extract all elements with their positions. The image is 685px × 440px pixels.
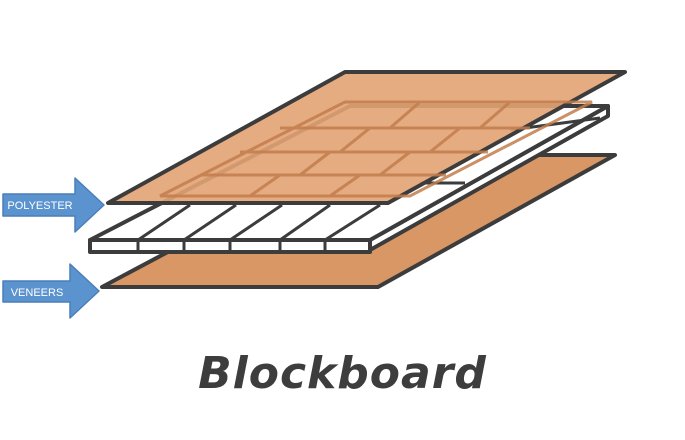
- veneers-label: VENEERS: [11, 287, 64, 299]
- brick-pattern-line: [479, 100, 511, 130]
- brick-pattern-line: [249, 173, 281, 198]
- brick-pattern-line: [299, 150, 331, 177]
- core-top-divider: [229, 203, 283, 242]
- brick-pattern-line: [429, 126, 461, 154]
- brick-pattern-line: [339, 126, 371, 154]
- veneers-arrow-shape: [2, 263, 100, 319]
- polyester-arrow-shape: [2, 177, 105, 233]
- polyester-label: POLYESTER: [7, 200, 72, 212]
- core-top-divider: [137, 203, 191, 242]
- brick-pattern-line: [379, 150, 411, 177]
- core-top-divider: [183, 203, 237, 242]
- diagram-title: Blockboard: [198, 348, 487, 399]
- veneers-arrow: VENEERS: [2, 263, 100, 319]
- top-polyester-sheet: [106, 70, 627, 205]
- top-sheet-surface: [106, 70, 627, 205]
- brick-pattern-outline: [159, 100, 593, 198]
- brick-pattern-line: [329, 173, 361, 198]
- brick-pattern-line: [389, 100, 421, 130]
- polyester-arrow: POLYESTER: [2, 177, 105, 233]
- core-top-divider: [279, 203, 331, 242]
- core-top-divider: [324, 203, 381, 242]
